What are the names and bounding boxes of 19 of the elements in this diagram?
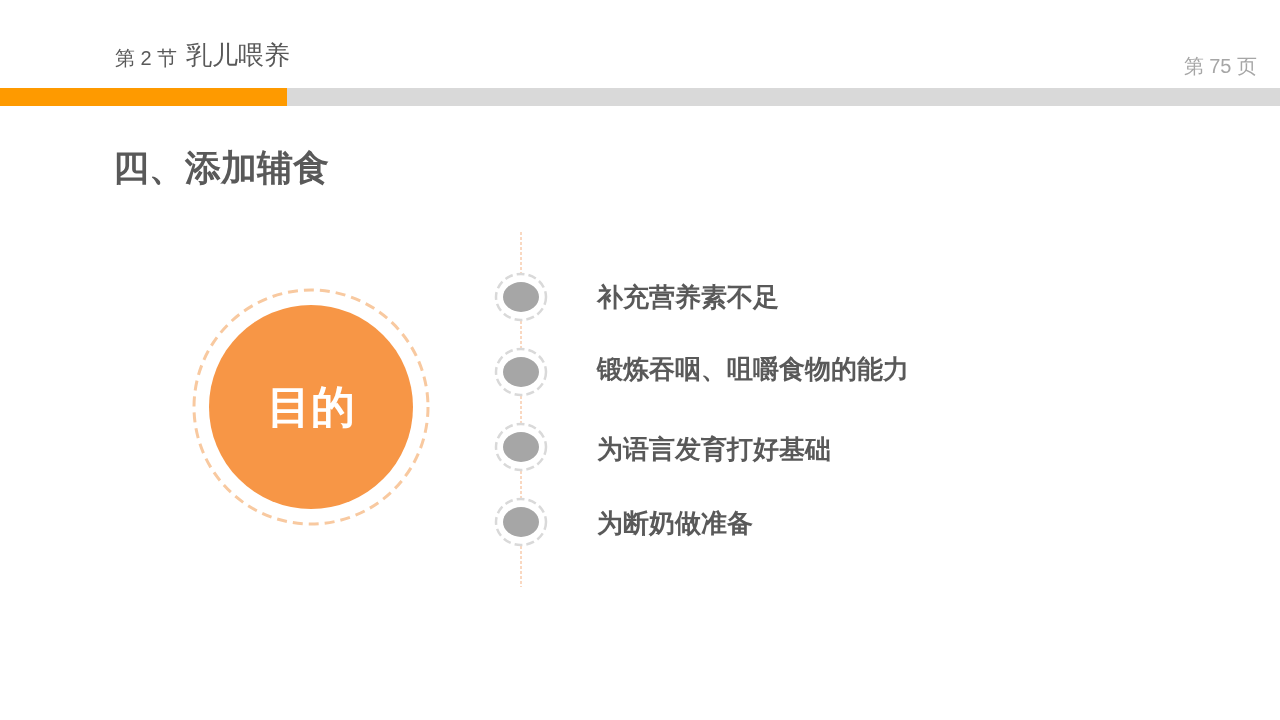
list-item-text: 为断奶做准备: [597, 506, 753, 540]
circle-label: 目的: [267, 382, 355, 432]
bullet-circle: [494, 497, 548, 547]
bullet-circle: [494, 347, 548, 397]
slide-title: 四、添加辅食: [113, 146, 329, 190]
connector-line: [520, 395, 522, 424]
connector-line: [520, 320, 522, 349]
list-item-text: 为语言发育打好基础: [597, 432, 831, 466]
list-item-text: 补充营养素不足: [597, 280, 779, 314]
bullet-circle: [494, 272, 548, 322]
section-number: 第 2 节: [115, 46, 178, 70]
timeline-line: [520, 231, 522, 274]
timeline-line: [520, 545, 522, 588]
connector-line: [520, 470, 522, 499]
circle-node: [192, 288, 430, 526]
list-item-text: 锻炼吞咽、咀嚼食物的能力: [597, 352, 909, 386]
section-title: 乳儿喂养: [186, 40, 290, 72]
bullet-circle: [494, 422, 548, 472]
page-number: 第 75 页: [1183, 54, 1257, 78]
